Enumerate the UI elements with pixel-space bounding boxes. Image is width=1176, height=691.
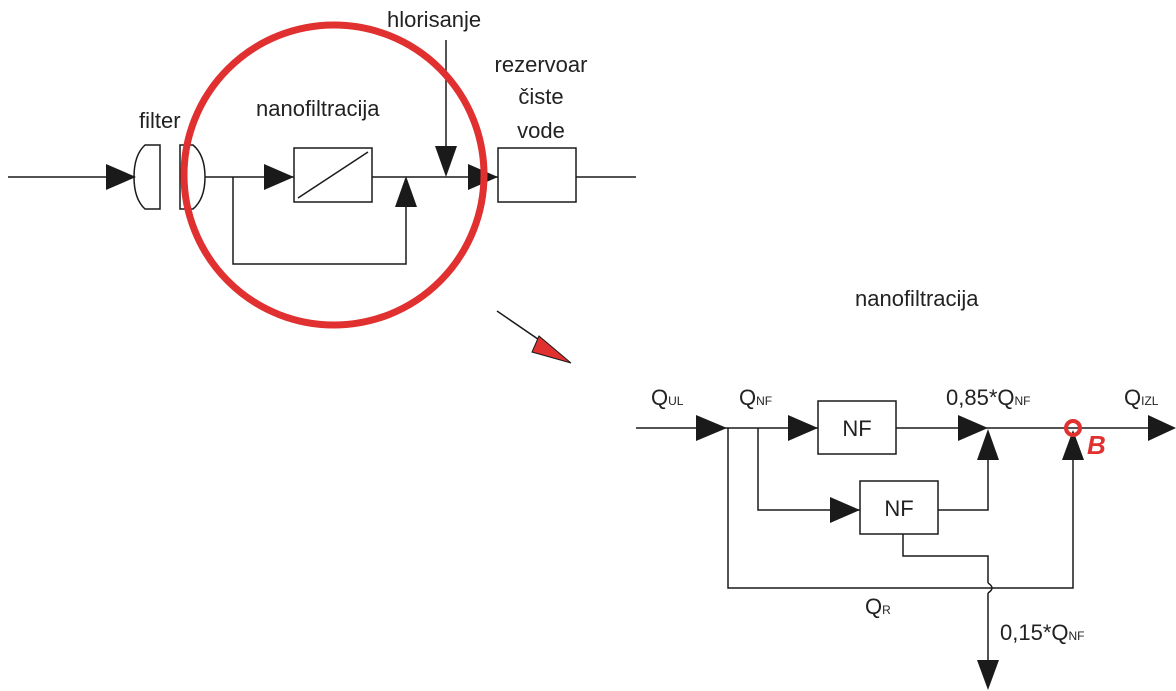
clean-water-reservoir [497, 147, 577, 203]
q-inlet-sub: UL [668, 394, 684, 408]
q-concentrate-prefix: 0,15*Q [1000, 620, 1069, 645]
q-recirc-main: Q [865, 594, 882, 619]
point-b-marker [1064, 419, 1082, 437]
nanofiltration-unit [293, 147, 373, 203]
reservoir-label-line-3: vode [517, 118, 565, 143]
nanofiltration-detail-diagram [636, 400, 1176, 690]
filter-left-half [133, 144, 161, 210]
q-outlet-label: QIZL [1124, 385, 1159, 410]
flow-arrow [1148, 415, 1176, 441]
membrane-diagonal [297, 151, 369, 199]
nf-unit-2-label: NF [884, 496, 913, 521]
concentrate-line [902, 534, 989, 583]
highlight-circle [180, 21, 488, 329]
q-concentrate-label: 0,15*QNF [1000, 620, 1085, 645]
q-permeate-sub: NF [1015, 394, 1031, 408]
nf-unit-1-label: NF [842, 416, 871, 441]
flow-arrow [696, 415, 727, 441]
q-inlet-main: Q [651, 385, 668, 410]
recirculation-line [727, 428, 1074, 589]
q-inlet-label: QUL [651, 385, 684, 410]
q-permeate-prefix: 0,85*Q [946, 385, 1015, 410]
detail-title: nanofiltracija [855, 286, 979, 311]
flow-arrow [395, 176, 417, 207]
filter-label: filter [139, 108, 181, 133]
flow-arrow [788, 415, 818, 441]
flow-arrow [435, 146, 457, 177]
nf2-feed-line [757, 428, 860, 511]
flow-arrow [106, 164, 136, 190]
flow-arrow [958, 415, 988, 441]
nanofiltration-label: nanofiltracija [256, 96, 380, 121]
nf2-permeate-line [938, 450, 989, 511]
flow-arrow [1062, 430, 1084, 460]
top-flow-diagram [8, 21, 636, 364]
q-recirc-label: QR [865, 594, 891, 619]
flow-arrow [830, 497, 860, 523]
chlorination-label: hlorisanje [387, 7, 481, 32]
flow-arrow [977, 660, 999, 690]
point-b-label: B [1087, 430, 1106, 460]
zoom-arrow-head [531, 335, 572, 364]
bypass-line [232, 177, 407, 265]
reservoir-label-line-2: čiste [518, 84, 563, 109]
q-nf-label: QNF [739, 385, 772, 410]
q-concentrate-sub: NF [1069, 629, 1085, 643]
nf-unit-2 [859, 480, 939, 535]
q-nf-sub: NF [756, 394, 772, 408]
q-recirc-sub: R [882, 603, 891, 617]
q-outlet-main: Q [1124, 385, 1141, 410]
flow-arrow [264, 164, 294, 190]
q-outlet-sub: IZL [1141, 394, 1159, 408]
q-permeate-label: 0,85*QNF [946, 385, 1031, 410]
q-nf-main: Q [739, 385, 756, 410]
reservoir-label-line-1: rezervoar [495, 52, 588, 77]
flow-arrow [977, 429, 999, 460]
